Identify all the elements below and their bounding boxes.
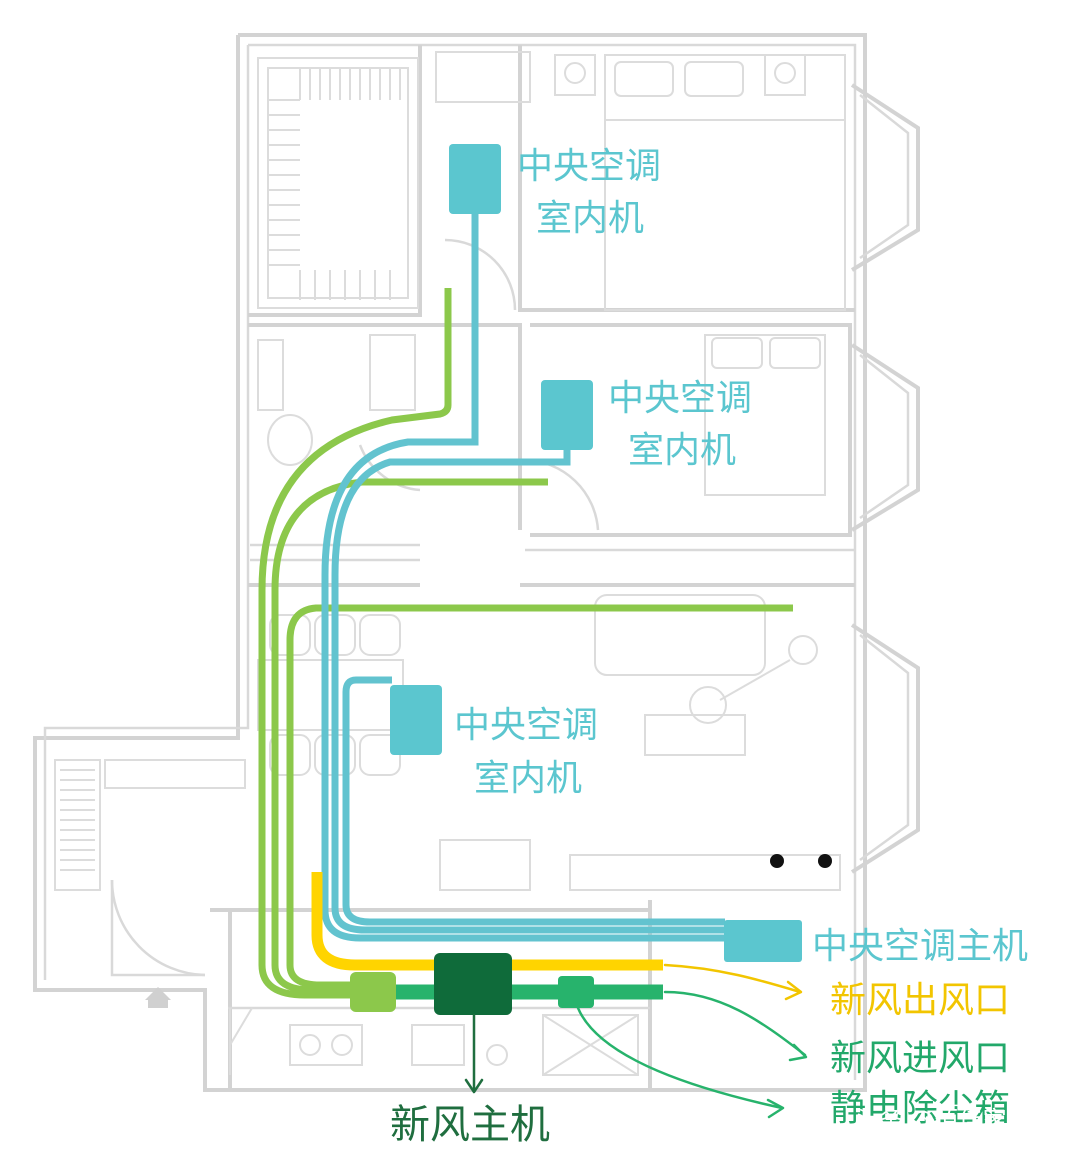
ac-main-label: 中央空调主机 bbox=[812, 926, 1028, 967]
fresh-duct-room1 bbox=[258, 288, 452, 999]
fresh-duct-room2 bbox=[271, 478, 548, 994]
ac-pipe-unit2 bbox=[331, 448, 725, 934]
ac-indoor-label-1-line2: 室内机 bbox=[536, 198, 644, 239]
ac-indoor-label-2-line1: 中央空调 bbox=[608, 378, 752, 419]
watermark: 头条 @佰佳家居 bbox=[855, 1106, 1031, 1134]
ac-indoor-unit-2 bbox=[541, 380, 593, 450]
ac-indoor-label-2-line2: 室内机 bbox=[628, 430, 736, 471]
fresh-duct-room3 bbox=[286, 604, 793, 989]
fresh-air-main-unit bbox=[434, 953, 512, 1015]
building-walls bbox=[33, 33, 920, 1092]
electrostatic-filter-label: 静电除尘箱 bbox=[830, 1088, 1010, 1129]
fresh-air-ducts bbox=[258, 288, 793, 999]
label-arrows bbox=[464, 963, 808, 1119]
ac-indoor-label-3-line1: 中央空调 bbox=[454, 705, 598, 746]
fresh-air-inlet-label: 新风进风口 bbox=[830, 1038, 1010, 1079]
ac-pipe-unit3 bbox=[342, 676, 725, 926]
outlet-dot bbox=[818, 854, 832, 868]
fresh-air-outlet-label: 新风出风口 bbox=[830, 980, 1010, 1021]
outlet-dot bbox=[770, 854, 784, 868]
fresh-air-outlet-duct bbox=[311, 872, 663, 971]
ac-pipes bbox=[321, 212, 725, 942]
ac-indoor-unit-3 bbox=[390, 685, 442, 755]
ac-indoor-label-3-line2: 室内机 bbox=[474, 758, 582, 799]
fresh-air-main-label: 新风主机 bbox=[390, 1102, 550, 1148]
ac-pipe-unit1 bbox=[321, 212, 725, 942]
fresh-air-junction bbox=[350, 972, 396, 1012]
ac-main-unit bbox=[724, 920, 802, 962]
ac-indoor-unit-1 bbox=[449, 144, 501, 214]
electrostatic-filter-box bbox=[558, 976, 594, 1008]
ac-indoor-label-1-line1: 中央空调 bbox=[517, 146, 661, 187]
